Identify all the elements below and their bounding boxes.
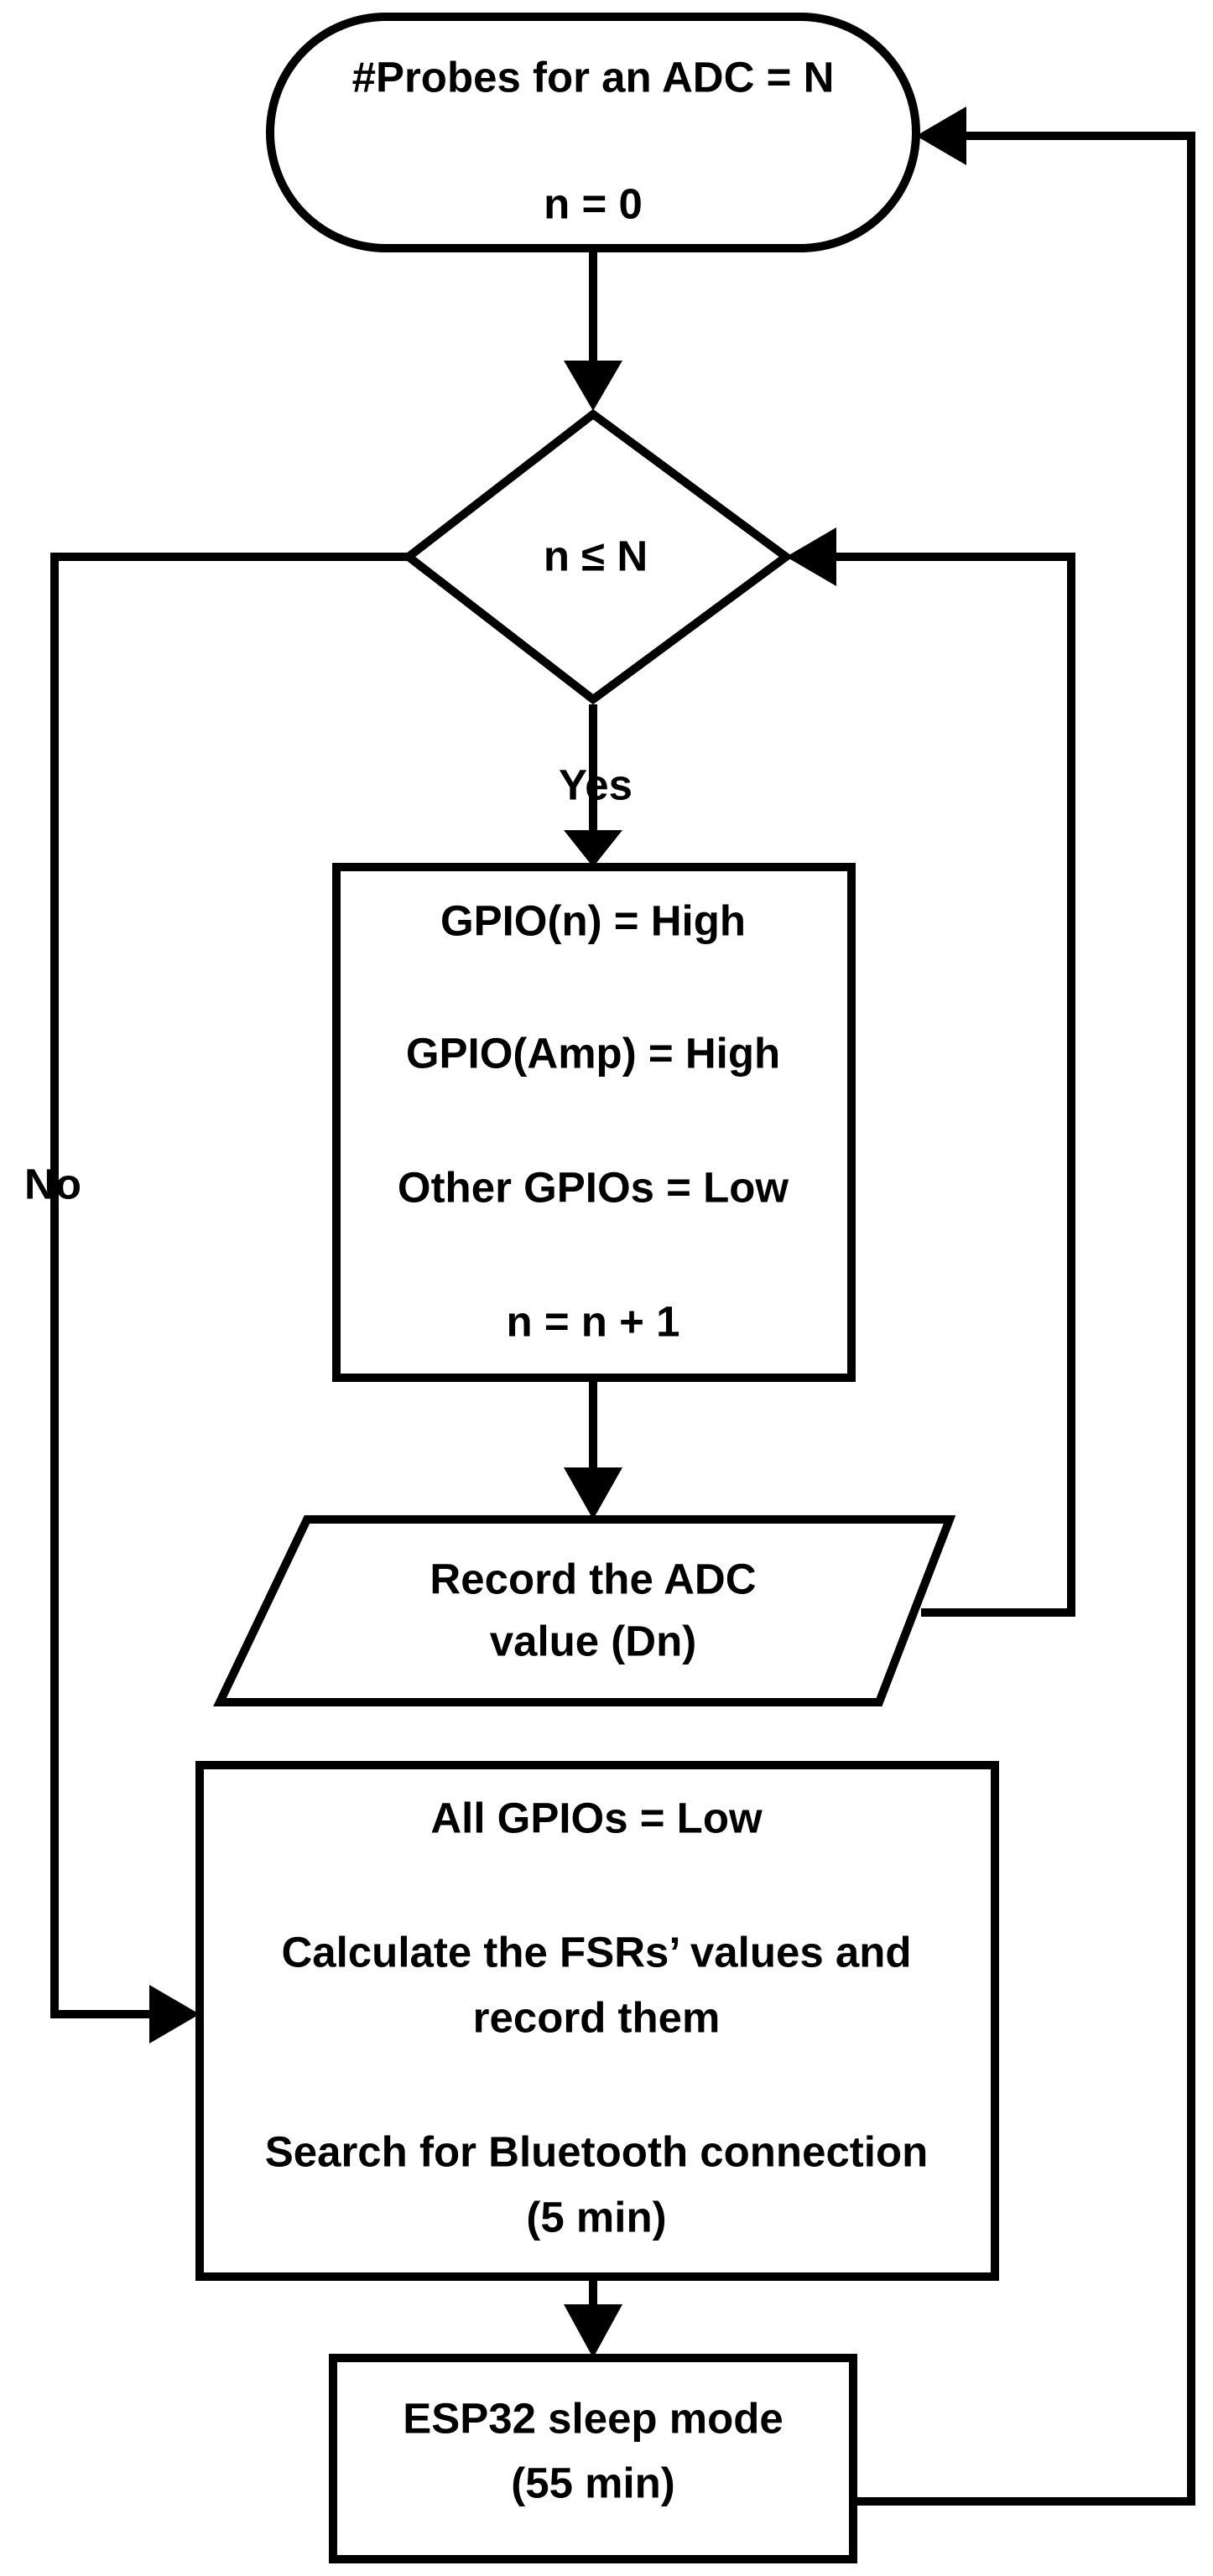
- record-adc-io: Record the ADC value (Dn): [213, 1515, 956, 1706]
- start-line-1: #Probes for an ADC = N: [352, 53, 835, 101]
- connector-record-loop-to-decision: [835, 553, 1075, 1617]
- arrowhead-no-to-final: [149, 1985, 200, 2044]
- process-final-line-4: Search for Bluetooth connection: [265, 2127, 929, 2175]
- process-final-line-2: Calculate the FSRs’ values and: [281, 1928, 911, 1976]
- sleep-line-2: (55 min): [511, 2459, 675, 2506]
- process-gpio-box: GPIO(n) = High GPIO(Amp) = High Other GP…: [332, 863, 856, 1382]
- record-adc-line-1: Record the ADC: [429, 1555, 756, 1602]
- arrowhead-loop-to-start: [916, 106, 966, 165]
- process-final-line-5: (5 min): [526, 2193, 666, 2241]
- record-adc-line-2: value (Dn): [490, 1617, 697, 1665]
- arrowhead-final-to-sleep: [564, 2304, 622, 2358]
- sleep-box: ESP32 sleep mode (55 min): [329, 2354, 857, 2563]
- arrowhead-process-to-record: [564, 1467, 622, 1519]
- sleep-line-1: ESP32 sleep mode: [403, 2394, 784, 2442]
- connector-decision-no-branch: [50, 553, 409, 2018]
- start-line-2: n = 0: [544, 179, 643, 227]
- arrowhead-decision-to-process: [564, 830, 622, 867]
- edge-label-no: No: [24, 1160, 81, 1208]
- decision-condition: n ≤ N: [544, 532, 648, 579]
- process-final-line-3: record them: [473, 1993, 721, 2041]
- process-gpio-line-4: n = n + 1: [507, 1297, 680, 1345]
- process-gpio-line-1: GPIO(n) = High: [440, 896, 746, 944]
- connectors: [50, 106, 1195, 2506]
- process-gpio-line-3: Other GPIOs = Low: [398, 1163, 789, 1211]
- process-gpio-line-2: GPIO(Amp) = High: [406, 1029, 780, 1077]
- edge-label-yes: Yes: [559, 761, 633, 808]
- decision-diamond: n ≤ N: [401, 408, 794, 705]
- process-final-box: All GPIOs = Low Calculate the FSRs’ valu…: [195, 1761, 999, 2281]
- connector-sleep-loop-to-start: [853, 132, 1195, 2506]
- arrowhead-loop-to-decision: [786, 527, 836, 586]
- arrowhead-start-to-decision: [564, 361, 622, 411]
- start-terminator: #Probes for an ADC = N n = 0: [266, 13, 920, 252]
- process-final-line-1: All GPIOs = Low: [430, 1794, 763, 1841]
